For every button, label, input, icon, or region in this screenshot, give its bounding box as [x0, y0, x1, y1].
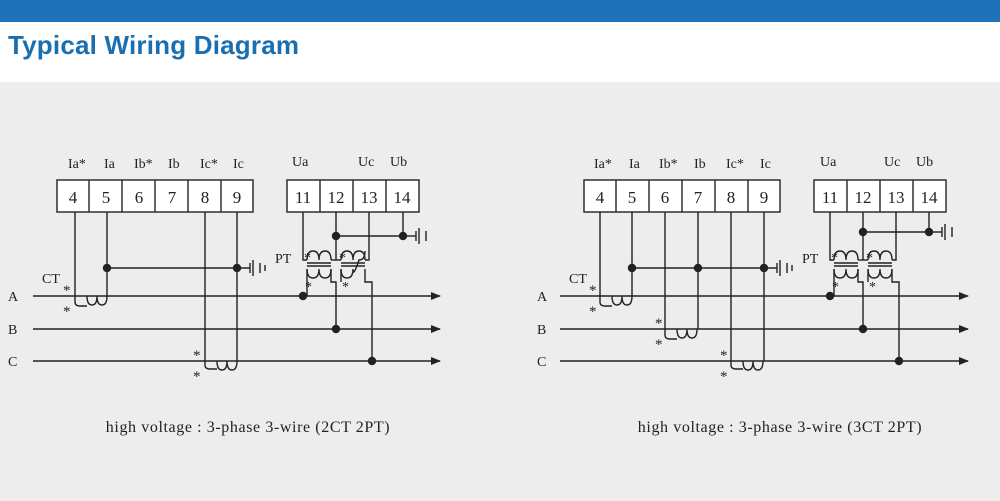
label-ic-star-2: Ic*: [726, 157, 744, 172]
terminal-6-2: 6: [661, 188, 670, 207]
svg-text:*: *: [655, 337, 663, 353]
svg-text:*: *: [305, 280, 312, 295]
svg-text:*: *: [342, 280, 349, 295]
phase-c-label: C: [8, 355, 17, 370]
svg-text:*: *: [193, 369, 201, 385]
label-ib-star-2: Ib*: [659, 157, 678, 172]
label-ia-2: Ia: [629, 157, 641, 172]
label-ub-2: Ub: [916, 155, 933, 170]
svg-text:*: *: [193, 348, 201, 364]
label-ic-2: Ic: [760, 157, 771, 172]
terminal-8-2: 8: [727, 188, 736, 207]
svg-text:*: *: [832, 280, 839, 295]
phase-c-label-2: C: [537, 355, 546, 370]
caption-3ct-2pt: high voltage : 3-phase 3-wire (3CT 2PT): [638, 419, 922, 436]
terminal-11-2: 11: [822, 188, 838, 207]
label-ua-2: Ua: [820, 155, 837, 170]
phase-b-label: B: [8, 323, 17, 338]
terminal-12-2: 12: [855, 188, 872, 207]
label-ib-star: Ib*: [134, 157, 153, 172]
terminal-8: 8: [201, 188, 210, 207]
phase-b-label-2: B: [537, 323, 546, 338]
terminal-13-2: 13: [888, 188, 905, 207]
svg-text:*: *: [304, 251, 311, 266]
label-ic: Ic: [233, 157, 244, 172]
svg-text:*: *: [869, 280, 876, 295]
diagram-3ct-2pt: Ia* Ia Ib* Ib Ic* Ic Ua Uc Ub 4 5 6 7 8 …: [537, 155, 969, 436]
terminal-7: 7: [168, 188, 177, 207]
label-ua: Ua: [292, 155, 309, 170]
label-ib: Ib: [168, 157, 180, 172]
header: [0, 26, 1000, 82]
label-uc: Uc: [358, 155, 374, 170]
pt-label-2: PT: [802, 252, 819, 267]
svg-text:*: *: [866, 251, 873, 266]
caption-2ct-2pt: high voltage : 3-phase 3-wire (2CT 2PT): [106, 419, 390, 436]
svg-text:*: *: [589, 283, 597, 299]
terminal-9: 9: [233, 188, 242, 207]
label-ic-star: Ic*: [200, 157, 218, 172]
terminal-14-2: 14: [921, 188, 939, 207]
pt-label: PT: [275, 252, 292, 267]
terminal-7-2: 7: [694, 188, 703, 207]
terminal-5: 5: [102, 188, 111, 207]
svg-text:*: *: [339, 251, 346, 266]
terminal-12: 12: [328, 188, 345, 207]
terminal-4: 4: [69, 188, 78, 207]
terminal-11: 11: [295, 188, 311, 207]
svg-text:*: *: [720, 348, 728, 364]
svg-text:*: *: [831, 251, 838, 266]
header-bar: [0, 0, 1000, 26]
phase-a-label: A: [8, 290, 19, 305]
phase-a-label-2: A: [537, 290, 548, 305]
svg-text:*: *: [63, 304, 71, 320]
svg-text:*: *: [63, 283, 71, 299]
label-ia: Ia: [104, 157, 116, 172]
terminal-6: 6: [135, 188, 144, 207]
ct-label: CT: [42, 272, 60, 287]
diagram-2ct-2pt: Ia* Ia Ib* Ib Ic* Ic Ua Uc Ub 4 5 6 7 8 …: [8, 155, 441, 436]
label-ib-2: Ib: [694, 157, 706, 172]
terminal-13: 13: [361, 188, 378, 207]
label-ub: Ub: [390, 155, 407, 170]
svg-text:*: *: [720, 369, 728, 385]
page-title: Typical Wiring Diagram: [8, 30, 300, 60]
svg-text:*: *: [655, 316, 663, 332]
terminal-4-2: 4: [596, 188, 605, 207]
label-uc-2: Uc: [884, 155, 900, 170]
ct-label-2: CT: [569, 272, 587, 287]
svg-text:*: *: [589, 304, 597, 320]
label-ia-star: Ia*: [68, 157, 86, 172]
terminal-5-2: 5: [628, 188, 637, 207]
terminal-14: 14: [394, 188, 412, 207]
label-ia-star-2: Ia*: [594, 157, 612, 172]
terminal-9-2: 9: [760, 188, 769, 207]
